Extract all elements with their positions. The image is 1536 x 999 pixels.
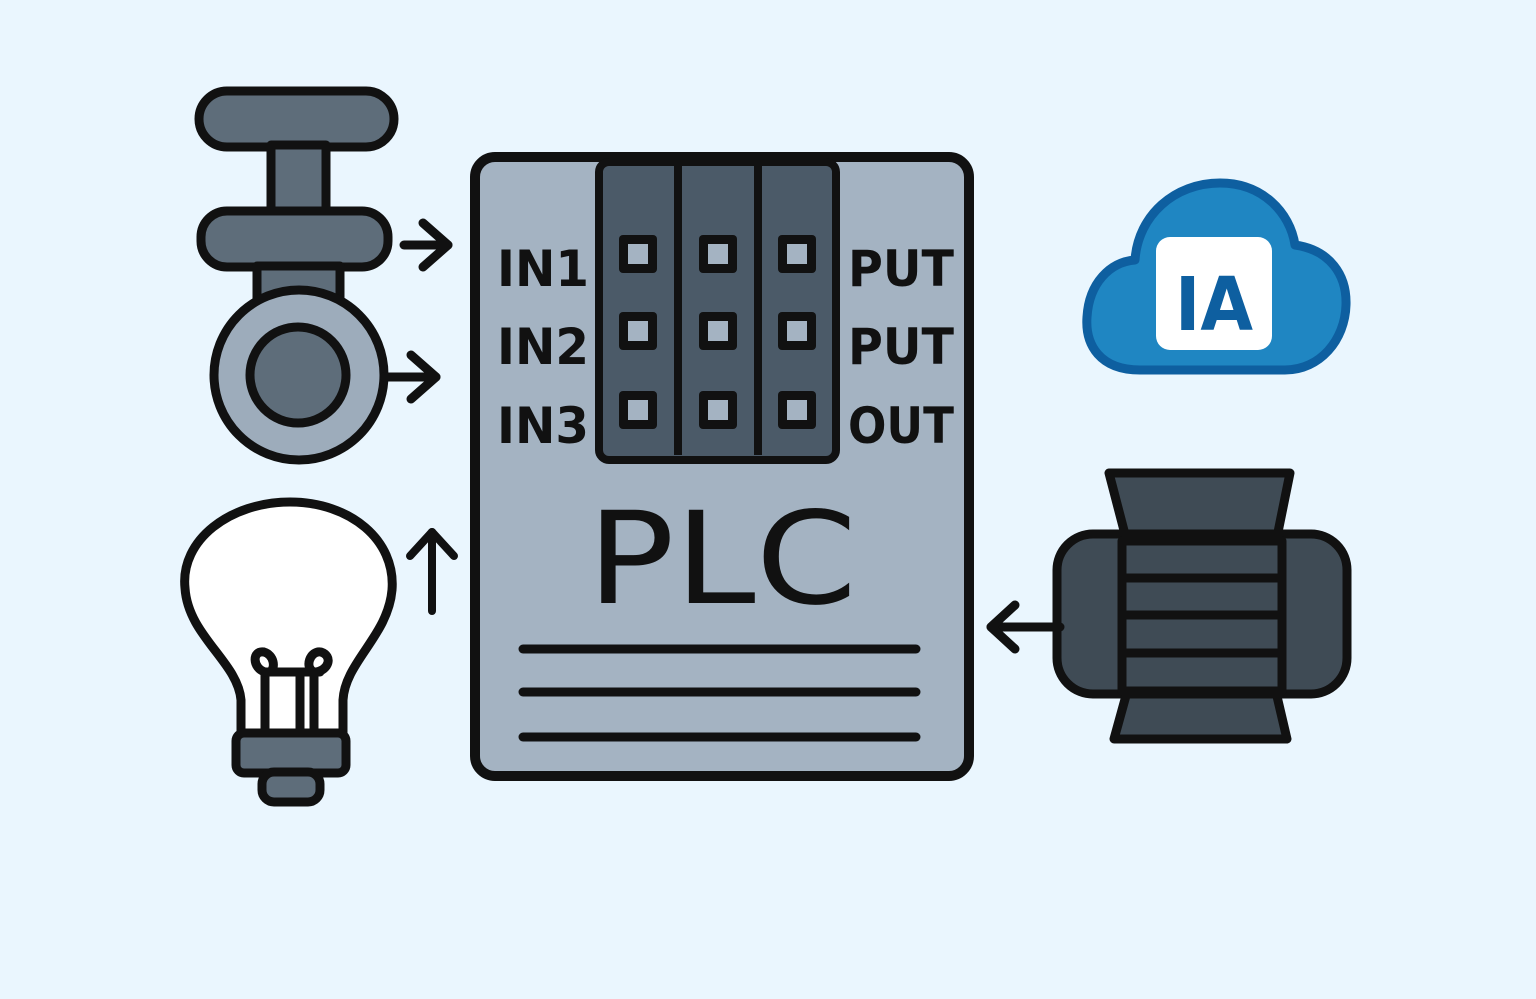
plc-unit: IN1 IN2 IN3 PUT PUT OUT PLC xyxy=(470,152,974,781)
io-terminal-inner xyxy=(708,321,728,341)
ia-badge xyxy=(1156,237,1272,350)
input-label-1: IN1 xyxy=(497,240,589,298)
valve-icon xyxy=(194,86,399,465)
io-terminal-inner xyxy=(787,400,807,420)
io-terminal-inner xyxy=(628,400,648,420)
input-label-2: IN2 xyxy=(497,318,589,376)
io-terminal-inner xyxy=(628,321,648,341)
output-label-2: PUT xyxy=(848,318,954,376)
input-label-3: IN3 xyxy=(497,397,589,455)
motor-icon xyxy=(1052,468,1352,744)
light-bulb-icon xyxy=(180,497,397,807)
arrow-icon xyxy=(406,528,458,615)
io-block xyxy=(595,158,840,464)
plc-vent-lines xyxy=(518,644,921,742)
io-slots xyxy=(619,235,816,429)
arrow-icon xyxy=(379,350,441,404)
output-label-1: PUT xyxy=(848,240,954,298)
cloud-icon: IA xyxy=(1082,178,1351,375)
io-terminal-inner xyxy=(787,244,807,264)
arrow-icon xyxy=(399,218,453,272)
io-terminal-inner xyxy=(787,321,807,341)
io-labels: IN1 IN2 IN3 PUT PUT OUT xyxy=(497,240,954,455)
io-terminal-inner xyxy=(708,400,728,420)
io-terminal-inner xyxy=(708,244,728,264)
arrow-icon xyxy=(986,600,1065,654)
output-label-3: OUT xyxy=(848,397,954,455)
cloud-label: IA xyxy=(1175,262,1253,348)
plc-title: PLC xyxy=(587,485,857,634)
io-terminal-inner xyxy=(628,244,648,264)
